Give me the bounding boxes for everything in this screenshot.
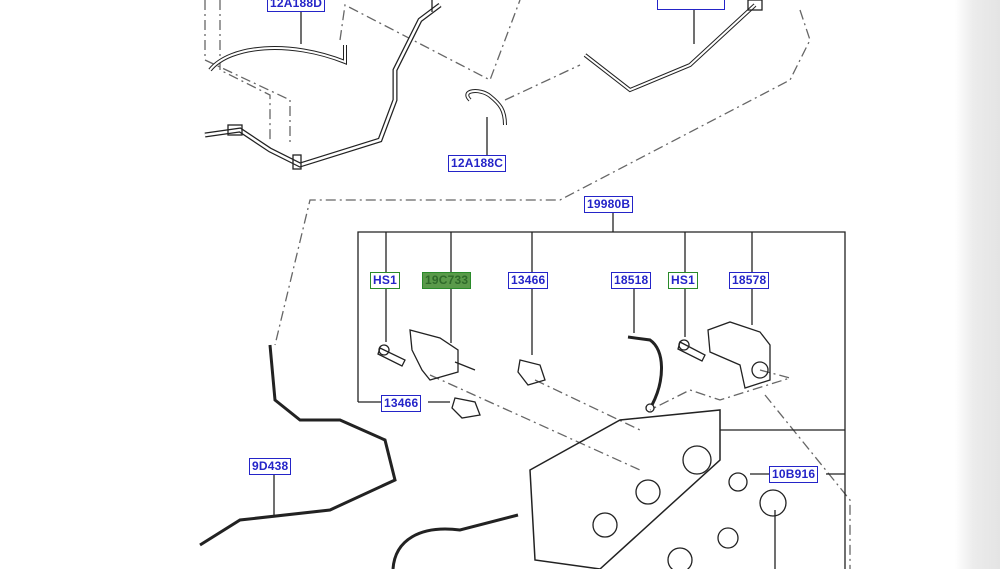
knob-10B916 xyxy=(667,472,787,569)
bulb-13466-b xyxy=(451,397,481,419)
part-label-clipped[interactable] xyxy=(657,0,725,10)
part-label-12A188D[interactable]: 12A188D xyxy=(267,0,326,12)
actuator-19C733 xyxy=(409,329,476,381)
part-label-13466[interactable]: 13466 xyxy=(381,395,422,412)
part-label-19980B[interactable]: 19980B xyxy=(584,196,634,213)
hose-top-right xyxy=(583,0,763,93)
clip-12A188C xyxy=(465,89,507,126)
wire-18518 xyxy=(627,335,663,413)
part-label-HS1[interactable]: HS1 xyxy=(370,272,400,289)
screw-hs1-a xyxy=(377,344,406,367)
part-label-10B916[interactable]: 10B916 xyxy=(769,466,819,483)
part-label-19C733[interactable]: 19C733 xyxy=(422,272,472,289)
control-panel xyxy=(529,409,721,569)
part-label-18578[interactable]: 18578 xyxy=(729,272,770,289)
screw-hs1-b xyxy=(677,339,706,362)
part-label-18518[interactable]: 18518 xyxy=(611,272,652,289)
guide-lines xyxy=(204,0,851,569)
wire-9D438 xyxy=(199,344,397,547)
hose-12A188D xyxy=(208,45,347,72)
part-label-13466[interactable]: 13466 xyxy=(508,272,549,289)
motor-18578 xyxy=(707,321,771,389)
bulb-13466-a xyxy=(517,359,546,386)
part-label-9D438[interactable]: 9D438 xyxy=(249,458,292,475)
pipe-bundle xyxy=(204,3,442,170)
part-label-HS1[interactable]: HS1 xyxy=(668,272,698,289)
scroll-gutter xyxy=(955,0,1000,569)
wire-lower xyxy=(391,513,519,569)
leader-lines xyxy=(273,0,846,569)
part-label-12A188C[interactable]: 12A188C xyxy=(448,155,507,172)
